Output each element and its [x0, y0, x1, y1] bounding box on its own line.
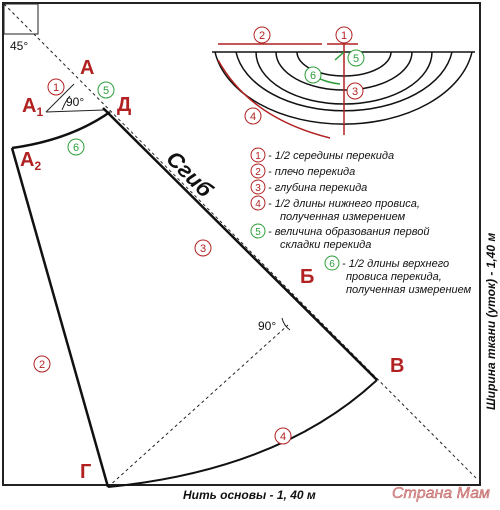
- warp-thread-label: Нить основы - 1, 40 м: [183, 488, 316, 502]
- inset-num-6: 6: [304, 66, 322, 84]
- legend-item-4: 4 - 1/2 длины нижнего провиса,полученная …: [250, 195, 420, 223]
- point-a2-label: A2: [20, 149, 41, 173]
- inset-num-3: 3: [346, 82, 364, 100]
- svg-text:1: 1: [255, 151, 261, 162]
- svg-text:- плечо перекида: - плечо перекида: [268, 166, 355, 178]
- inset-num-4: 4: [244, 107, 262, 125]
- a1-to-a-line: [45, 83, 75, 113]
- circle-num-2: 2: [33, 355, 51, 373]
- svg-text:3: 3: [255, 183, 261, 194]
- svg-text:- 1/2 середины перекида: - 1/2 середины перекида: [268, 150, 394, 162]
- legend: 1 - 1/2 середины перекида 2 - плечо переки…: [250, 147, 472, 296]
- circle-num-1: 1: [47, 78, 65, 96]
- point-a-label: A: [80, 57, 94, 79]
- point-b-label: Б: [300, 266, 314, 288]
- svg-text:6: 6: [329, 259, 335, 270]
- svg-text:3: 3: [352, 86, 358, 98]
- point-d-label: Д: [117, 94, 131, 116]
- svg-text:2: 2: [255, 167, 261, 178]
- svg-text:4: 4: [250, 111, 256, 123]
- a1-to-d-line: [45, 109, 105, 113]
- fold-line: [102, 107, 378, 381]
- circle-num-4: 4: [274, 427, 292, 445]
- svg-text:3: 3: [200, 243, 206, 255]
- circle-num-6: 6: [67, 138, 85, 156]
- angle-45-label: 45°: [10, 39, 28, 53]
- legend-item-3: 3 - глубина перекида: [250, 179, 367, 195]
- svg-text:- 1/2 длины нижнего провиса,: - 1/2 длины нижнего провиса,: [268, 198, 420, 210]
- inset-num-5: 5: [347, 49, 365, 67]
- outer-frame: [2, 2, 481, 486]
- point-g-label: Г: [80, 461, 91, 483]
- right-angle-mark-b: [281, 317, 291, 331]
- svg-text:складки перекида: складки перекида: [280, 239, 371, 251]
- watermark: Страна Мам: [392, 485, 490, 502]
- svg-text:4: 4: [280, 431, 286, 443]
- svg-text:2: 2: [259, 30, 265, 42]
- svg-text:полученная измерением: полученная измерением: [280, 211, 406, 223]
- dashed-g-to-b: [107, 324, 289, 488]
- svg-text:1: 1: [341, 30, 347, 42]
- corner-45-box: [3, 3, 39, 35]
- point-v-label: В: [390, 355, 404, 377]
- svg-text:6: 6: [310, 70, 316, 82]
- svg-text:2: 2: [39, 359, 45, 371]
- legend-item-2: 2 - плечо перекида: [250, 163, 355, 179]
- svg-text:полученная измерением: полученная измерением: [346, 284, 472, 296]
- side-line-a2-g: [10, 147, 110, 488]
- svg-text:1: 1: [53, 82, 59, 94]
- right-angle-mark-a: [61, 95, 71, 111]
- svg-text:4: 4: [255, 199, 261, 210]
- circle-num-3: 3: [194, 239, 212, 257]
- circle-num-5: 5: [97, 81, 115, 99]
- svg-text:5: 5: [353, 53, 359, 65]
- inset-num-1: 1: [335, 26, 353, 44]
- fabric-width-label: Ширина ткани (уток) - 1,40 м: [484, 233, 498, 410]
- angle-b-label: 90°: [258, 319, 276, 333]
- inset-num-2: 2: [253, 26, 271, 44]
- diagonal-dashed-line: [3, 3, 479, 481]
- point-a1-label: A1: [22, 95, 43, 119]
- top-arc: [11, 110, 111, 150]
- angle-a-label: 90°: [66, 95, 84, 109]
- svg-text:5: 5: [255, 227, 261, 238]
- svg-text:провиса перекида,: провиса перекида,: [346, 271, 442, 283]
- svg-text:6: 6: [73, 142, 79, 154]
- svg-text:- 1/2 длины верхнего: - 1/2 длины верхнего: [342, 258, 449, 270]
- svg-text:- величина образования первой: - величина образования первой: [268, 226, 429, 238]
- svg-text:- глубина перекида: - глубина перекида: [268, 182, 367, 194]
- svg-text:5: 5: [103, 85, 109, 97]
- legend-item-1: 1 - 1/2 середины перекида: [250, 147, 394, 163]
- bottom-arc: [107, 379, 378, 488]
